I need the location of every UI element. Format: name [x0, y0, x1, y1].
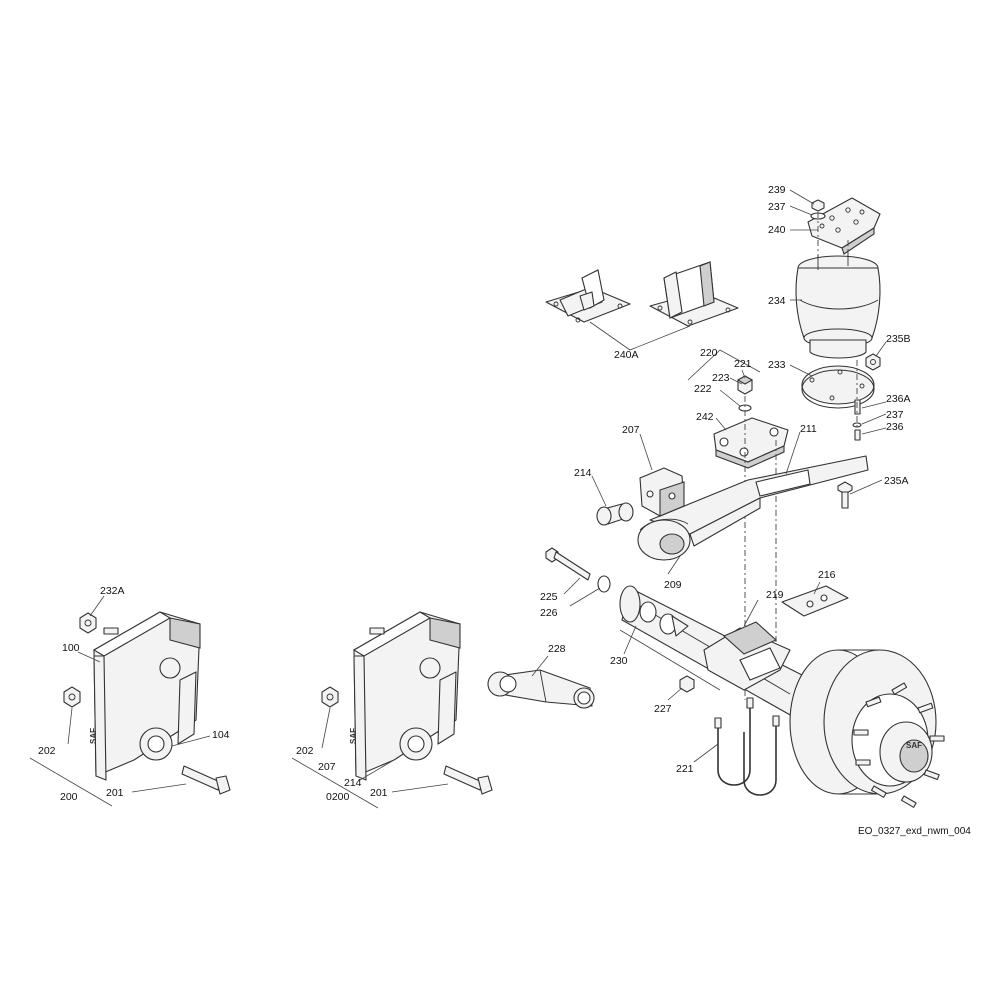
- bracket-brand-mark-middle: SAF: [349, 728, 358, 744]
- callout-209: 209: [664, 579, 682, 591]
- shim-216: [781, 585, 849, 617]
- callout-233: 233: [768, 359, 786, 371]
- axle-seat-219: [703, 621, 791, 691]
- callout-230: 230: [610, 655, 628, 667]
- callout-200: 200: [60, 791, 78, 803]
- callout-207-middle: 207: [318, 761, 336, 773]
- callout-227: 227: [654, 703, 672, 715]
- callout-237-lower: 237: [886, 409, 904, 421]
- hanger-bracket-100: SAF: [89, 611, 201, 781]
- callout-223: 223: [712, 372, 730, 384]
- callout-221-top: 221: [734, 358, 752, 370]
- callout-220: 220: [700, 347, 718, 359]
- callout-237-top: 237: [768, 201, 786, 213]
- wheel-studs: [853, 682, 945, 808]
- callout-labels: 239 237 240 234 235B 233 240A 220 221 22…: [38, 184, 911, 803]
- bolt-235a: [837, 481, 853, 509]
- callout-201-left: 201: [106, 787, 124, 799]
- axle-collars-230: [619, 601, 721, 691]
- bracket-brand-mark-left: SAF: [89, 728, 98, 744]
- piston-plate-233: [801, 365, 875, 409]
- trailing-arm-211: [637, 455, 869, 561]
- callout-226: 226: [540, 607, 558, 619]
- brake-drum-hub: SAF: [789, 649, 945, 808]
- drawing-reference: EO_0327_exd_nwm_004: [858, 826, 971, 837]
- callout-225: 225: [540, 591, 558, 603]
- air-bellow-234: [795, 252, 881, 359]
- callout-100: 100: [62, 642, 80, 654]
- callout-219: 219: [766, 589, 784, 601]
- callout-235b: 235B: [886, 333, 911, 345]
- top-plate-240: [807, 197, 881, 255]
- callout-236a: 236A: [886, 393, 911, 405]
- callout-214-top: 214: [574, 467, 592, 479]
- shock-absorber-228: [487, 669, 595, 709]
- nut-232a: [79, 612, 119, 635]
- hanger-bracket-0200: SAF: [349, 611, 461, 781]
- callout-201-middle: 201: [370, 787, 388, 799]
- callout-214-middle: 214: [344, 777, 362, 789]
- callout-0200: 0200: [326, 791, 350, 803]
- bushing-214: [596, 502, 634, 526]
- callout-240: 240: [768, 224, 786, 236]
- nut-239: [811, 199, 825, 212]
- callout-240a: 240A: [614, 349, 639, 361]
- callout-234: 234: [768, 295, 786, 307]
- bolt-225: [545, 547, 591, 581]
- callout-216: 216: [818, 569, 836, 581]
- washer-226: [597, 575, 611, 593]
- callout-104: 104: [212, 729, 230, 741]
- nut-227: [679, 675, 695, 693]
- callout-228: 228: [548, 643, 566, 655]
- leader-lines: [29, 189, 887, 809]
- clamp-plate-242: [713, 417, 789, 469]
- hub-brand-mark: SAF: [906, 741, 922, 750]
- hanger-brackets-240a: [545, 261, 739, 351]
- nut-202-left: [63, 686, 81, 708]
- bolts-236: [852, 360, 862, 441]
- u-bolts-221: [714, 697, 780, 796]
- nut-221-top: [736, 375, 754, 395]
- callout-202-left: 202: [38, 745, 56, 757]
- nut-202-middle: [321, 686, 339, 708]
- callout-202-middle: 202: [296, 745, 314, 757]
- callout-242: 242: [696, 411, 714, 423]
- nut-235b: [865, 353, 881, 371]
- callout-236: 236: [886, 421, 904, 433]
- callout-222: 222: [694, 383, 712, 395]
- bracket-207-top: [639, 467, 685, 517]
- bolt-201-left: [181, 765, 231, 795]
- callout-211: 211: [800, 423, 817, 435]
- bolt-201-middle: [443, 765, 493, 795]
- callout-232a: 232A: [100, 585, 125, 597]
- callout-239: 239: [768, 184, 786, 196]
- callout-235a: 235A: [884, 475, 909, 487]
- callout-207-top: 207: [622, 424, 640, 436]
- callout-221-bottom: 221: [676, 763, 694, 775]
